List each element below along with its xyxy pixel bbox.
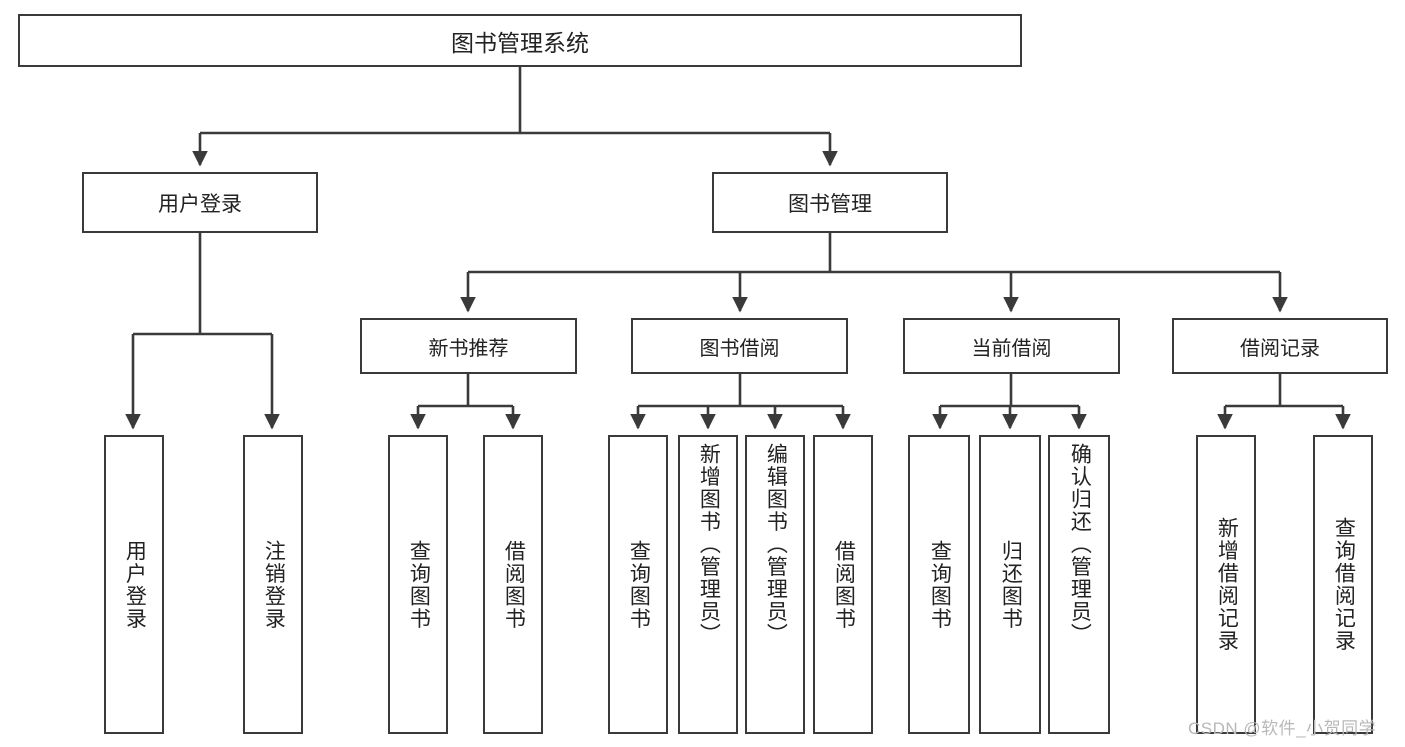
leaf-new-book-query[interactable]: 查询图书 — [388, 435, 448, 734]
leaf-label: 确认归还（管理员） — [1068, 443, 1092, 646]
leaf-label: 查询图书 — [928, 539, 952, 630]
watermark: CSDN @软件_小贺同学 — [1188, 719, 1377, 738]
node-borrow-record-label: 借阅记录 — [1240, 337, 1320, 360]
leaf-book-borrow-borrow[interactable]: 借阅图书 — [813, 435, 873, 734]
leaf-label: 用户登录 — [123, 539, 147, 630]
leaf-user-login-logout[interactable]: 注销登录 — [243, 435, 303, 734]
node-new-book-recommend-label: 新书推荐 — [428, 337, 509, 360]
leaf-book-borrow-edit[interactable]: 编辑图书（管理员） — [745, 435, 805, 734]
leaf-book-borrow-query[interactable]: 查询图书 — [608, 435, 668, 734]
leaf-new-book-borrow[interactable]: 借阅图书 — [483, 435, 543, 734]
leaf-current-borrow-confirm[interactable]: 确认归还（管理员） — [1048, 435, 1110, 734]
leaf-current-borrow-query[interactable]: 查询图书 — [908, 435, 970, 734]
leaf-borrow-record-add[interactable]: 新增借阅记录 — [1196, 435, 1256, 734]
leaf-label: 借阅图书 — [832, 539, 856, 630]
node-book-borrow-label: 图书借阅 — [699, 337, 780, 360]
leaf-book-borrow-add[interactable]: 新增图书（管理员） — [678, 435, 738, 734]
node-borrow-record[interactable]: 借阅记录 — [1172, 318, 1388, 374]
node-user-login-label: 用户登录 — [158, 192, 242, 216]
node-book-management[interactable]: 图书管理 — [712, 172, 948, 233]
node-book-management-label: 图书管理 — [788, 192, 872, 216]
leaf-label: 查询图书 — [407, 539, 431, 630]
leaf-label: 归还图书 — [999, 539, 1023, 630]
node-book-borrow[interactable]: 图书借阅 — [631, 318, 848, 374]
leaf-label: 查询借阅记录 — [1332, 517, 1356, 652]
leaf-borrow-record-query[interactable]: 查询借阅记录 — [1313, 435, 1373, 734]
node-user-login[interactable]: 用户登录 — [82, 172, 318, 233]
node-current-borrow[interactable]: 当前借阅 — [903, 318, 1120, 374]
leaf-label: 编辑图书（管理员） — [764, 443, 788, 646]
node-root-system[interactable]: 图书管理系统 — [18, 14, 1022, 67]
leaf-user-login-login[interactable]: 用户登录 — [104, 435, 164, 734]
node-current-borrow-label: 当前借阅 — [971, 337, 1052, 360]
leaf-label: 新增图书（管理员） — [697, 443, 721, 646]
leaf-label: 查询图书 — [627, 539, 651, 630]
leaf-label: 注销登录 — [262, 539, 286, 630]
leaf-current-borrow-return[interactable]: 归还图书 — [979, 435, 1041, 734]
leaf-label: 借阅图书 — [502, 539, 526, 630]
node-root-label: 图书管理系统 — [451, 29, 589, 56]
node-new-book-recommend[interactable]: 新书推荐 — [360, 318, 577, 374]
leaf-label: 新增借阅记录 — [1215, 517, 1239, 652]
